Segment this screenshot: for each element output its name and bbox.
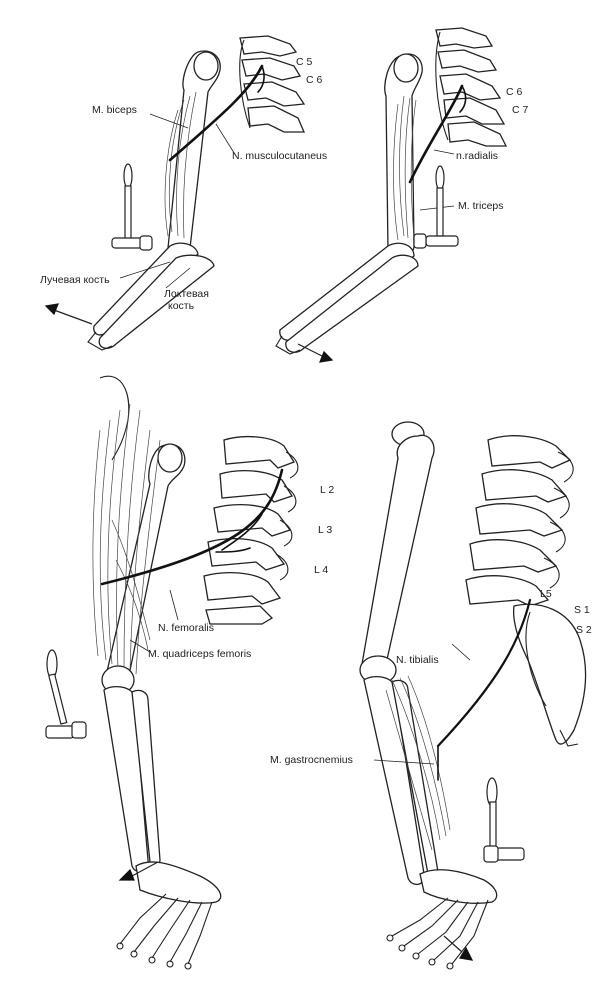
panel-achilles-reflex (359, 421, 587, 970)
lumbar-vertebrae-l2-l4 (203, 436, 299, 625)
femur-leg-bones (359, 421, 439, 885)
leader-tibialis (451, 643, 471, 661)
leader-radius (119, 261, 171, 279)
panel-triceps-reflex (275, 27, 508, 363)
bone-label-ulna-line1: Локтевая (164, 288, 209, 300)
leader-ulna (165, 267, 191, 289)
cervical-vertebrae-c5-c6 (239, 35, 306, 133)
panel-knee-reflex (45, 375, 299, 970)
muscle-label-quadriceps: M. quadriceps femoris (148, 648, 252, 660)
triceps-muscle (393, 95, 417, 241)
tibial-nerve (436, 598, 532, 748)
bone-label-ulna-line2: кость (168, 300, 195, 312)
segment-label-s2: S 2 (576, 624, 592, 636)
biceps-muscle (164, 91, 197, 239)
leader-biceps (149, 113, 189, 129)
leader-musculocutaneous (215, 123, 237, 157)
forearm-radius-ulna (87, 242, 215, 351)
lumbar-sacral-vertebrae (465, 435, 587, 747)
reflex-hammer-icon (483, 777, 525, 863)
lower-leg-bones (101, 665, 161, 873)
musculocutaneous-nerve-root (257, 65, 265, 93)
leader-radialis (433, 149, 455, 155)
musculocutaneous-nerve (168, 64, 264, 162)
pelvis-femur (99, 375, 186, 687)
nerve-label-femoralis: N. femoralis (158, 622, 215, 634)
segment-label-l3: L 3 (318, 524, 333, 536)
movement-arrow-icon (443, 935, 474, 961)
leader-gastrocnemius (373, 759, 435, 765)
nerve-label-musculocutaneus: N. musculocutaneus (232, 150, 328, 162)
radial-nerve (408, 84, 464, 184)
segment-label-l5: L5 (540, 588, 552, 600)
forearm-bones (275, 242, 419, 355)
foot-bones (386, 869, 498, 970)
muscle-label-biceps: M. biceps (92, 104, 137, 116)
nerve-label-tibialis: N. tibialis (396, 654, 439, 666)
nerve-label-radialis: n.radialis (456, 150, 499, 162)
segment-label-l2: L 2 (320, 484, 335, 496)
muscle-label-triceps: M. triceps (458, 200, 504, 212)
gastrocnemius-muscle (385, 675, 451, 851)
muscle-label-gastrocnemius: M. gastrocnemius (270, 754, 353, 766)
reflex-hammer-icon (111, 163, 153, 251)
femoral-nerve-root-l3 (221, 513, 263, 551)
movement-arrow-icon (118, 861, 159, 881)
reflex-hammer-icon (45, 649, 87, 739)
movement-arrow-icon (297, 343, 334, 363)
segment-label-c6: C 6 (506, 86, 523, 98)
radial-nerve-root (459, 85, 467, 113)
leader-femoralis (169, 589, 179, 621)
segment-label-c5: C 5 (296, 56, 313, 68)
movement-arrow-icon (44, 303, 93, 325)
bone-label-radius: Лучевая кость (40, 274, 110, 286)
femoral-nerve (100, 468, 284, 586)
cervical-vertebrae-c6-c7 (435, 27, 508, 147)
humerus-bone (384, 53, 423, 258)
segment-label-c6: C 6 (306, 74, 323, 86)
segment-label-c7: C 7 (512, 104, 529, 116)
foot-bones (116, 861, 222, 970)
reflex-hammer-icon (413, 165, 459, 249)
segment-label-l4: L 4 (314, 564, 329, 576)
leader-quadriceps (129, 639, 151, 653)
panel-biceps-reflex (44, 35, 306, 351)
femoral-nerve-root-l4 (215, 547, 251, 553)
quadriceps-muscle (92, 403, 161, 675)
segment-label-s1: S 1 (574, 604, 590, 616)
